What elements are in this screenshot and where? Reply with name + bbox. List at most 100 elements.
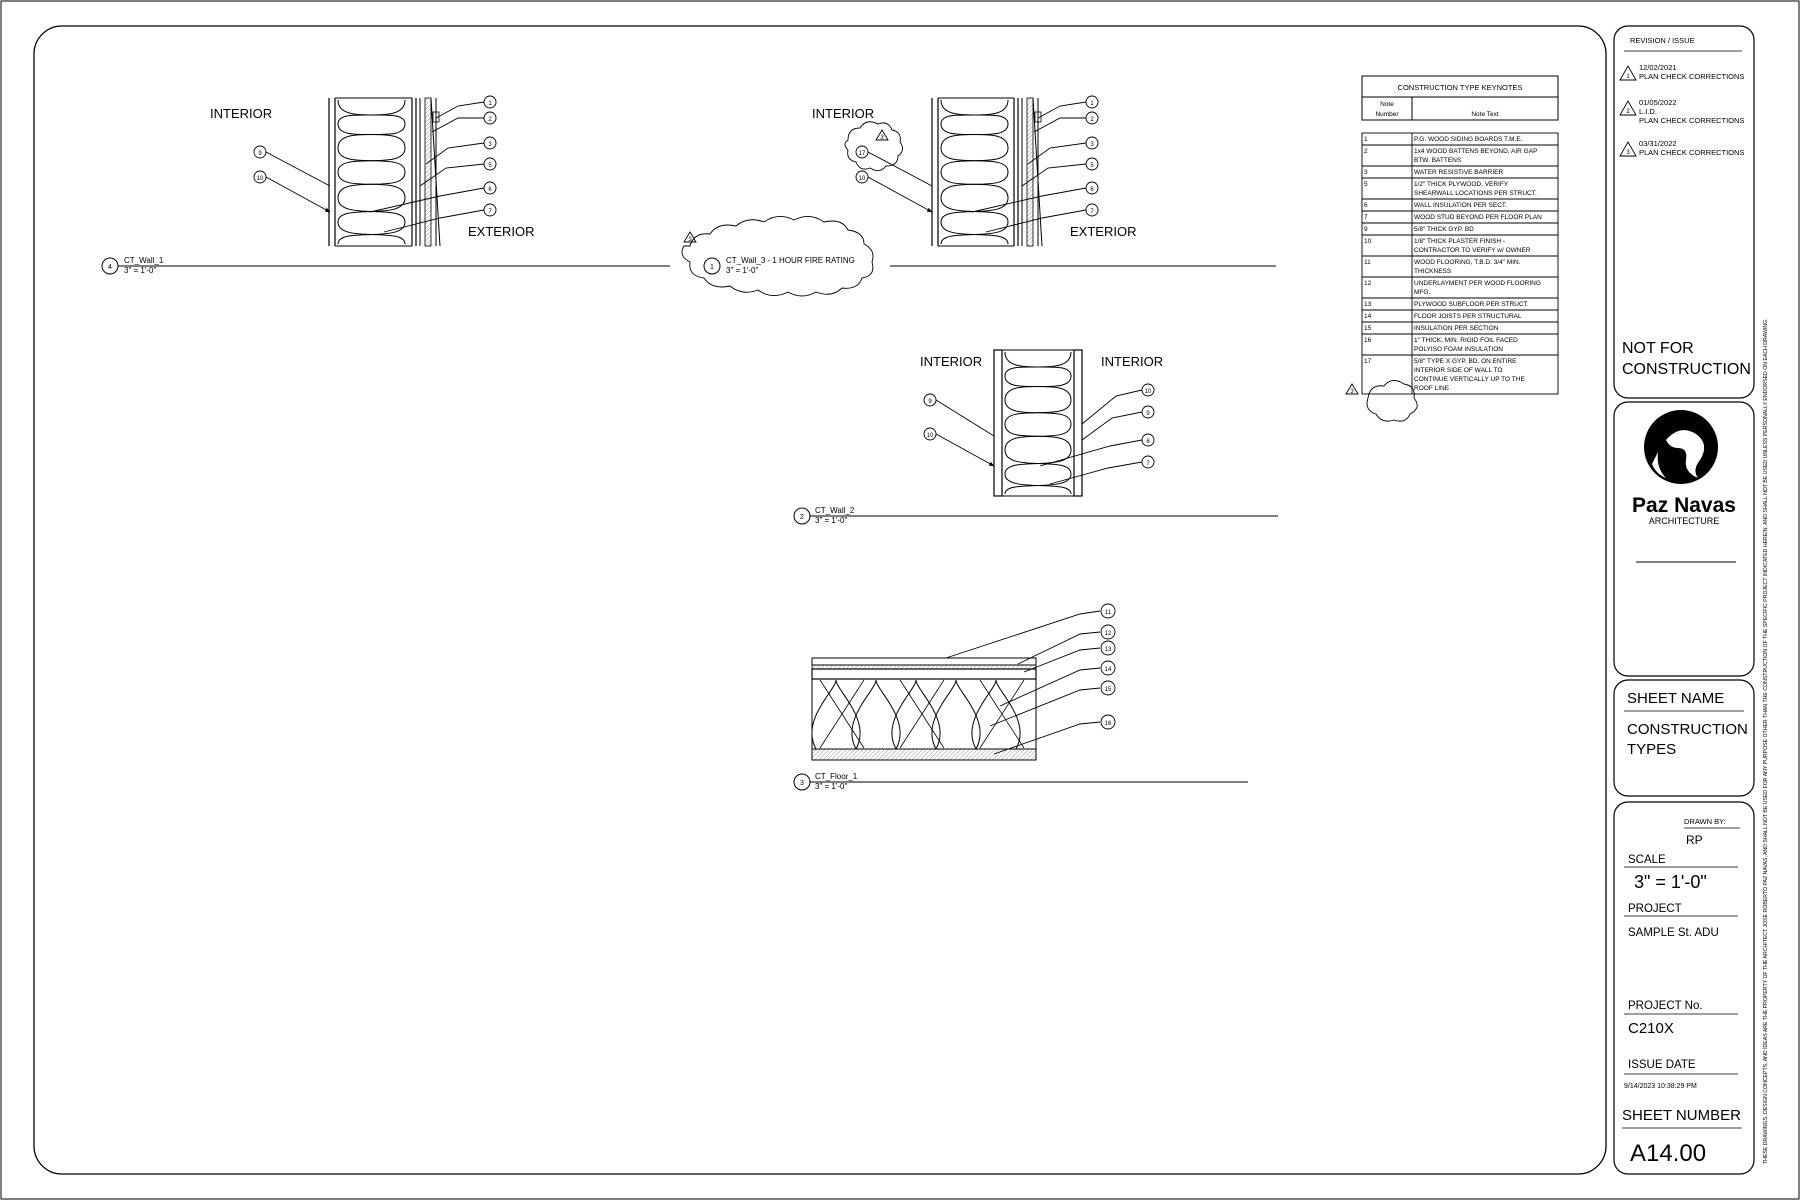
detail-ct-floor-1: 11 12 13 14 15 16 3 CT_Floor_1 3" = 1'-0… [793, 603, 1248, 791]
keynote-text: PLYWOOD SUBFLOOR PER STRUCT. [1414, 301, 1529, 308]
not-for-construction-1: NOT FOR [1622, 340, 1694, 357]
wall1-tag-3: 3 [488, 142, 492, 148]
drawing-area-border [33, 25, 1607, 1175]
keynote-text: WOOD FLOORING, T.B.D. 3/4" MIN.THICKNESS [1414, 259, 1521, 275]
keynote-row [1361, 354, 1559, 395]
revision-date: 01/05/2022 [1639, 98, 1677, 107]
floor1-tags: 11 12 13 14 15 16 [1100, 603, 1116, 730]
keynote-text: 1/8" THICK PLASTER FINISH -CONTRACTOR TO… [1414, 238, 1531, 254]
project-no-value: C210X [1628, 1020, 1674, 1037]
floor1-tag-12: 12 [1105, 631, 1112, 637]
revision-date: 03/31/2022 [1639, 139, 1677, 148]
keynote-number: 10 [1364, 238, 1372, 245]
floor1-tag-15: 15 [1105, 687, 1112, 693]
detail-ct-wall-1: INTERIOR EXTERIOR 9 10 [101, 95, 670, 275]
revision-triangle-icon [1619, 100, 1637, 116]
wall1-tag-9: 9 [258, 151, 262, 157]
floor1-tag-11: 11 [1105, 610, 1112, 616]
project-value: SAMPLE St. ADU [1628, 927, 1719, 939]
sheet-name-2: TYPES [1627, 741, 1676, 758]
project-label: PROJECT [1628, 903, 1682, 915]
keynote-number: 5 [1364, 181, 1368, 188]
revision-header: REVISION / ISSUE [1630, 36, 1695, 45]
revision-triangle-icon [1619, 141, 1637, 157]
revision-date: 12/02/2021 [1639, 63, 1677, 72]
revision-description: L.I.D. [1639, 107, 1657, 116]
wall2-detail-scale: 3" = 1'-0" [815, 516, 847, 525]
wall3-revision-cloud [844, 121, 903, 171]
floor1-detail-scale: 3" = 1'-0" [815, 782, 847, 791]
wall3-detail-scale: 3" = 1'-0" [726, 266, 758, 275]
wall1-detail-number: 4 [108, 264, 112, 271]
issue-date-value: 9/14/2023 10:38:29 PM [1624, 1083, 1697, 1090]
issue-date-label: ISSUE DATE [1628, 1059, 1696, 1071]
scale-value: 3" = 1'-0" [1634, 872, 1707, 892]
revision-tag: 1 [1626, 74, 1630, 80]
revision-tag: 2 [1626, 109, 1630, 115]
wall2-tag-10: 10 [1145, 389, 1152, 395]
keynote-text: 5/8" THICK GYP. BD [1414, 226, 1474, 233]
logo-subtitle: ARCHITECTURE [1649, 516, 1720, 526]
floor1-insulation [811, 679, 1021, 750]
wall3-tag-7: 7 [1090, 209, 1094, 215]
keynote-number: 3 [1364, 169, 1368, 176]
keynotes-col-number-1: Note [1380, 101, 1394, 108]
wall2-tag-9: 9 [1146, 411, 1150, 417]
keynote-text: WOOD STUD BEYOND PER FLOOR PLAN [1414, 214, 1542, 221]
logo-name: Paz Navas [1632, 494, 1736, 517]
floor1-detail-name: CT_Floor_1 [815, 772, 858, 781]
revision-tag: 3 [1626, 150, 1630, 156]
floor1-tag-14: 14 [1105, 667, 1112, 673]
floor1-tag-13: 13 [1105, 647, 1112, 653]
disclaimer-text: THESE DRAWINGS, DESIGN CONCEPTS, AND IDE… [1763, 318, 1769, 1164]
wall1-tag-7: 7 [488, 209, 492, 215]
wall2-detail-name: CT_Wall_2 [815, 506, 855, 515]
revision-description: PLAN CHECK CORRECTIONS [1639, 116, 1744, 125]
wall1-tag-10: 10 [257, 176, 264, 182]
wall3-tag-2: 2 [1090, 117, 1094, 123]
keynote-number: 13 [1364, 301, 1372, 308]
wall3-title-revision-cloud [681, 216, 874, 297]
keynote-text: INSULATION PER SECTION [1414, 325, 1499, 332]
keynotes-col-number-2: Number [1375, 111, 1399, 118]
keynote-number: 16 [1364, 337, 1372, 344]
wall2-insulation [1004, 351, 1072, 495]
wall1-tag-6: 6 [488, 187, 492, 193]
keynote-number: 17 [1364, 358, 1372, 365]
wall3-tag-3: 3 [1090, 142, 1094, 148]
sheet-name-label: SHEET NAME [1627, 690, 1724, 707]
paz-navas-logo-icon [1644, 410, 1718, 484]
floor1-joists [819, 679, 1025, 749]
wall2-interior-left-label: INTERIOR [920, 354, 982, 369]
wall1-right-tags: 1 2 3 5 6 7 [483, 95, 497, 217]
keynote-number: 12 [1364, 280, 1372, 287]
revision-description: PLAN CHECK CORRECTIONS [1639, 148, 1744, 157]
wall1-interior-label: INTERIOR [210, 106, 272, 121]
wall3-insulation [940, 99, 1009, 245]
keynote-number: 6 [1364, 202, 1368, 209]
keynotes-title: CONSTRUCTION TYPE KEYNOTES [1398, 83, 1523, 92]
wall3-tag-6: 6 [1090, 187, 1094, 193]
keynotes-table: CONSTRUCTION TYPE KEYNOTES Note Number N… [1345, 75, 1559, 422]
keynote-number: 1 [1364, 136, 1368, 143]
keynote-number: 2 [1364, 148, 1368, 155]
wall1-tag-1: 1 [488, 101, 492, 107]
wall2-tag-7: 7 [1146, 461, 1150, 467]
not-for-construction-2: CONSTRUCTION [1622, 361, 1751, 378]
scale-label: SCALE [1628, 854, 1666, 866]
wall2-right-tags: 10 9 6 7 [1141, 383, 1155, 469]
project-no-label: PROJECT No. [1628, 1000, 1703, 1012]
detail-ct-wall-3: INTERIOR EXTERIOR 3 17 10 [681, 95, 1276, 297]
keynote-number: 15 [1364, 325, 1372, 332]
wall2-tag-10: 10 [927, 433, 934, 439]
wall3-tag-5: 5 [1090, 163, 1094, 169]
wall3-tag-17: 17 [859, 151, 866, 157]
wall2-tag-6: 6 [1146, 439, 1150, 445]
wall1-insulation [337, 99, 406, 245]
keynotes-col-text: Note Text [1471, 111, 1499, 118]
